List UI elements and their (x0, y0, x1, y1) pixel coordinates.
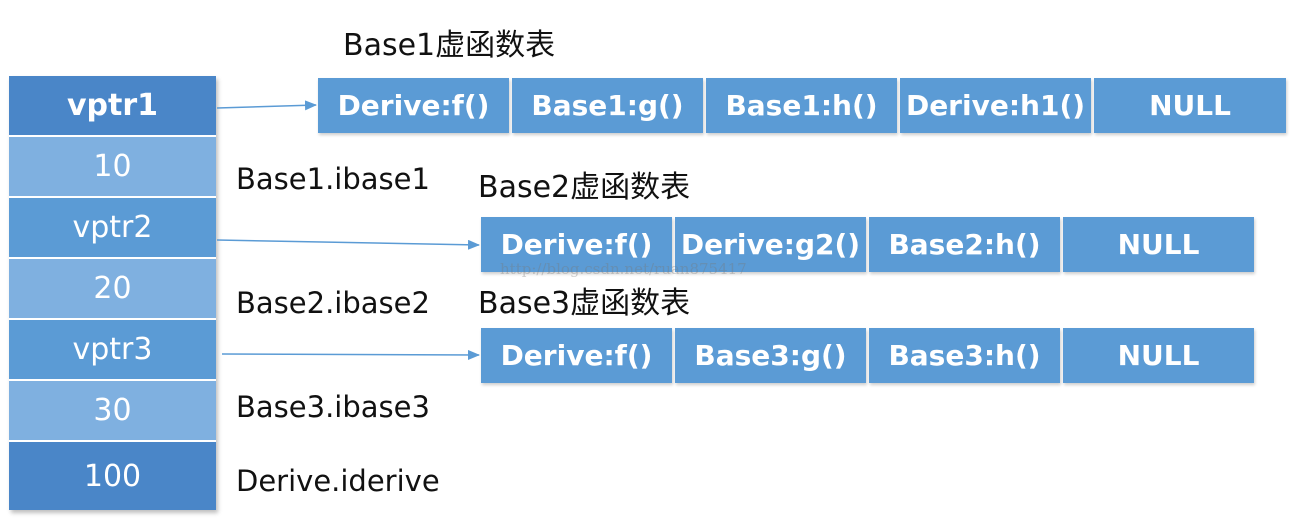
base3-vtable: Derive:f() Base3:g() Base3:h() NULL (481, 328, 1254, 383)
label-base2-ibase2: Base2.ibase2 (236, 286, 430, 320)
base2-vtable-slot-3: Base2:h() (869, 217, 1060, 272)
base1-vtable: Derive:f() Base1:g() Base1:h() Derive:h1… (318, 78, 1286, 133)
watermark: http://blog.csdn.net/ruan875417 (500, 260, 747, 278)
memory-cell-ibase2-value: 20 (9, 259, 216, 320)
base3-vtable-slot-2: Base3:g() (675, 328, 866, 383)
base2-vtable-slot-2: Derive:g2() (675, 217, 866, 272)
base1-vtable-slot-1: Derive:f() (318, 78, 509, 133)
base3-vtable-title: Base3虚函数表 (478, 286, 691, 321)
label-base3-ibase3: Base3.ibase3 (236, 390, 430, 424)
memory-cell-ibase3-value: 30 (9, 381, 216, 442)
base2-vtable: Derive:f() Derive:g2() Base2:h() NULL (481, 217, 1254, 272)
base3-vtable-slot-null: NULL (1063, 328, 1254, 383)
object-memory-layout: vptr1 10 vptr2 20 vptr3 30 100 (9, 76, 216, 510)
base1-vtable-title: Base1虚函数表 (343, 28, 556, 63)
base2-vtable-slot-null: NULL (1063, 217, 1254, 272)
memory-cell-vptr3: vptr3 (9, 320, 216, 381)
base1-vtable-slot-4: Derive:h1() (900, 78, 1091, 133)
label-base1-ibase1: Base1.ibase1 (236, 162, 430, 196)
arrow-vptr1-to-base1-vtable (216, 100, 317, 111)
arrow-vptr2-to-base2-vtable (216, 239, 480, 250)
base2-vtable-title: Base2虚函数表 (478, 170, 691, 205)
base2-vtable-slot-1: Derive:f() (481, 217, 672, 272)
base1-vtable-slot-3: Base1:h() (706, 78, 897, 133)
memory-cell-ibase1-value: 10 (9, 137, 216, 198)
base3-vtable-slot-1: Derive:f() (481, 328, 672, 383)
memory-cell-vptr1: vptr1 (9, 76, 216, 137)
base1-vtable-slot-2: Base1:g() (512, 78, 703, 133)
memory-cell-iderive-value: 100 (9, 442, 216, 510)
base1-vtable-slot-null: NULL (1094, 78, 1286, 133)
label-derive-iderive: Derive.iderive (236, 464, 440, 498)
arrow-vptr3-to-base3-vtable (221, 349, 480, 360)
base3-vtable-slot-3: Base3:h() (869, 328, 1060, 383)
memory-cell-vptr2: vptr2 (9, 198, 216, 259)
